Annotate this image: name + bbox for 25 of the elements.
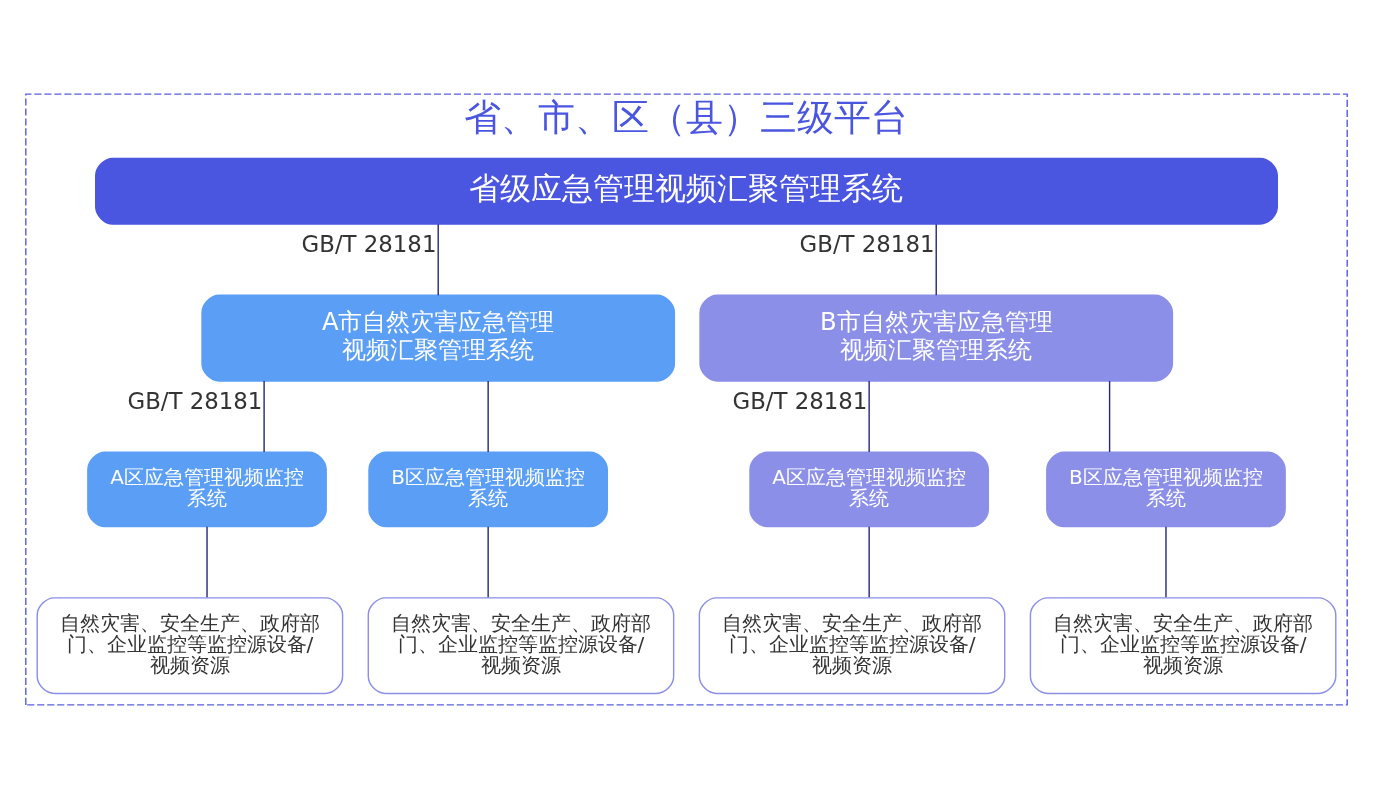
connector <box>437 223 439 296</box>
node-box: B区应急管理视频监控系统 <box>368 451 608 528</box>
node-box: B市自然灾害应急管理视频汇聚管理系统 <box>699 294 1174 382</box>
edge-label: GB/T 28181 <box>799 231 935 258</box>
node-box: 自然灾害、安全生产、政府部门、企业监控等监控源设备/视频资源 <box>367 597 675 695</box>
connector <box>935 223 937 296</box>
node-box: B区应急管理视频监控系统 <box>1046 451 1286 528</box>
connector <box>1165 526 1167 598</box>
connector <box>868 526 870 598</box>
connector <box>263 380 265 453</box>
node-box: 省级应急管理视频汇聚管理系统 <box>95 157 1278 225</box>
node-box: 自然灾害、安全生产、政府部门、企业监控等监控源设备/视频资源 <box>36 597 344 695</box>
connector <box>1108 380 1111 453</box>
edge-label: GB/T 28181 <box>732 388 868 415</box>
connector <box>206 526 208 598</box>
connector <box>487 526 489 598</box>
node-box: A市自然灾害应急管理视频汇聚管理系统 <box>201 294 676 382</box>
node-box: 自然灾害、安全生产、政府部门、企业监控等监控源设备/视频资源 <box>1029 597 1337 695</box>
edge-label: GB/T 28181 <box>301 231 437 258</box>
node-box: 自然灾害、安全生产、政府部门、企业监控等监控源设备/视频资源 <box>698 597 1006 695</box>
edge-label: GB/T 28181 <box>127 388 263 415</box>
connector <box>487 380 489 453</box>
connector <box>868 380 870 453</box>
node-box: A区应急管理视频监控系统 <box>87 451 327 528</box>
node-box: A区应急管理视频监控系统 <box>749 451 990 528</box>
